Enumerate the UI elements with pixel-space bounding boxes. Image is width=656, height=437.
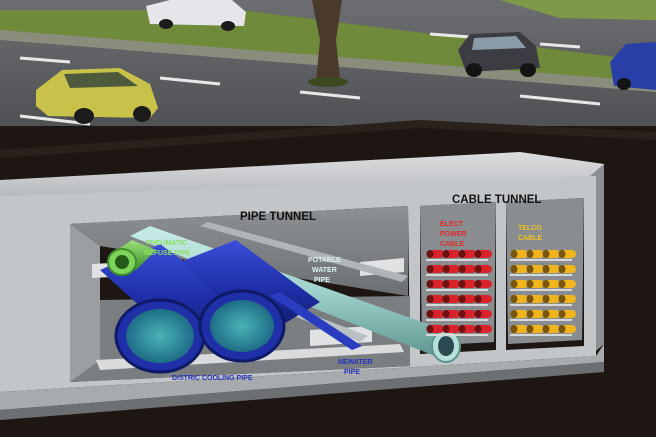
- cable-end: [542, 250, 550, 258]
- telco-label-line2: CABLE: [518, 235, 542, 242]
- cable-end: [542, 295, 550, 303]
- tunnel-bottom-slab: [0, 344, 604, 410]
- pipe-tunnel-label: PIPE TUNNEL: [240, 211, 316, 223]
- car-blue: [610, 42, 656, 90]
- lane-markings: [19, 32, 601, 126]
- cable-tray-shelf: [510, 274, 572, 276]
- cable-end: [426, 310, 434, 318]
- cable-end: [474, 250, 482, 258]
- car-yellow: [36, 68, 158, 124]
- cable-end: [510, 250, 518, 258]
- cable-end: [542, 310, 550, 318]
- cable-tray-shelf: [426, 259, 488, 261]
- cable-tray-shelf: [426, 319, 488, 321]
- car-dark-suv: [458, 32, 540, 77]
- district-cooling-pipe-right: [180, 240, 320, 363]
- cable-end: [474, 310, 482, 318]
- cable-end: [442, 325, 450, 333]
- cable-tray-shelf: [510, 259, 572, 261]
- cable-end: [426, 325, 434, 333]
- cable-end: [474, 325, 482, 333]
- cable-end: [542, 325, 550, 333]
- pneumatic-label-line2: REFUSE PIPE: [144, 250, 191, 257]
- cable-end: [426, 265, 434, 273]
- cable-end: [458, 325, 466, 333]
- cable-end: [458, 280, 466, 288]
- cable-end: [558, 310, 566, 318]
- cable-tray-shelf: [510, 319, 572, 321]
- cable-end: [442, 280, 450, 288]
- power-cable-label-line3: CABLE: [440, 241, 464, 248]
- cable-tunnel-label: CABLE TUNNEL: [452, 194, 541, 206]
- cable-end: [542, 280, 550, 288]
- cable-end: [510, 310, 518, 318]
- cable-end: [510, 295, 518, 303]
- cable-tray-shelf: [426, 289, 488, 291]
- cable-tray-shelf: [510, 289, 572, 291]
- cable-end: [442, 265, 450, 273]
- cable-end: [442, 250, 450, 258]
- cable-end: [426, 295, 434, 303]
- newater-label-line2: PIPE: [344, 369, 360, 376]
- cable-end: [542, 265, 550, 273]
- cable-end: [526, 310, 534, 318]
- power-cable-label-line2: POWER: [440, 231, 466, 238]
- cable-tray-shelf: [510, 304, 572, 306]
- tunnel-front-frame: [0, 176, 596, 392]
- cable-end: [442, 310, 450, 318]
- telco-cable-racks: [510, 250, 576, 336]
- cable-end: [558, 295, 566, 303]
- cable-end: [458, 250, 466, 258]
- cable-end: [510, 265, 518, 273]
- cable-end: [526, 265, 534, 273]
- cable-end: [510, 325, 518, 333]
- cable-end: [558, 250, 566, 258]
- cable-end: [526, 280, 534, 288]
- power-cable-racks: [426, 250, 492, 336]
- cable-end: [526, 325, 534, 333]
- cable-end: [426, 250, 434, 258]
- district-cooling-label: DISTRIC COOLING PIPE: [172, 375, 253, 382]
- cable-end: [526, 295, 534, 303]
- cable-tray-shelf: [426, 304, 488, 306]
- telco-label-line1: TELCO: [518, 225, 542, 232]
- cable-tray-shelf: [426, 334, 488, 336]
- cable-tray-shelf: [426, 274, 488, 276]
- newater-label-line1: NEWATER: [338, 359, 372, 366]
- cable-end: [458, 265, 466, 273]
- pneumatic-label-line1: PNEUMATIC: [146, 240, 187, 247]
- cable-end: [558, 265, 566, 273]
- cable-end: [458, 295, 466, 303]
- power-cable-label-line1: ELECT: [440, 221, 464, 228]
- potable-label-line3: PIPE: [314, 277, 330, 284]
- cable-end: [558, 280, 566, 288]
- cable-end: [474, 295, 482, 303]
- cable-end: [526, 250, 534, 258]
- cable-end: [474, 280, 482, 288]
- cable-end: [510, 280, 518, 288]
- tree-trunk: [312, 0, 342, 82]
- cable-end: [458, 310, 466, 318]
- car-white: [146, 0, 246, 31]
- cable-end: [442, 295, 450, 303]
- cable-tray-shelf: [510, 334, 572, 336]
- cable-end: [474, 265, 482, 273]
- cable-end: [558, 325, 566, 333]
- pneumatic-refuse-pipe: [107, 240, 156, 276]
- cable-end: [426, 280, 434, 288]
- potable-label-line2: WATER: [312, 267, 337, 274]
- potable-label-line1: POTABLE: [308, 257, 341, 264]
